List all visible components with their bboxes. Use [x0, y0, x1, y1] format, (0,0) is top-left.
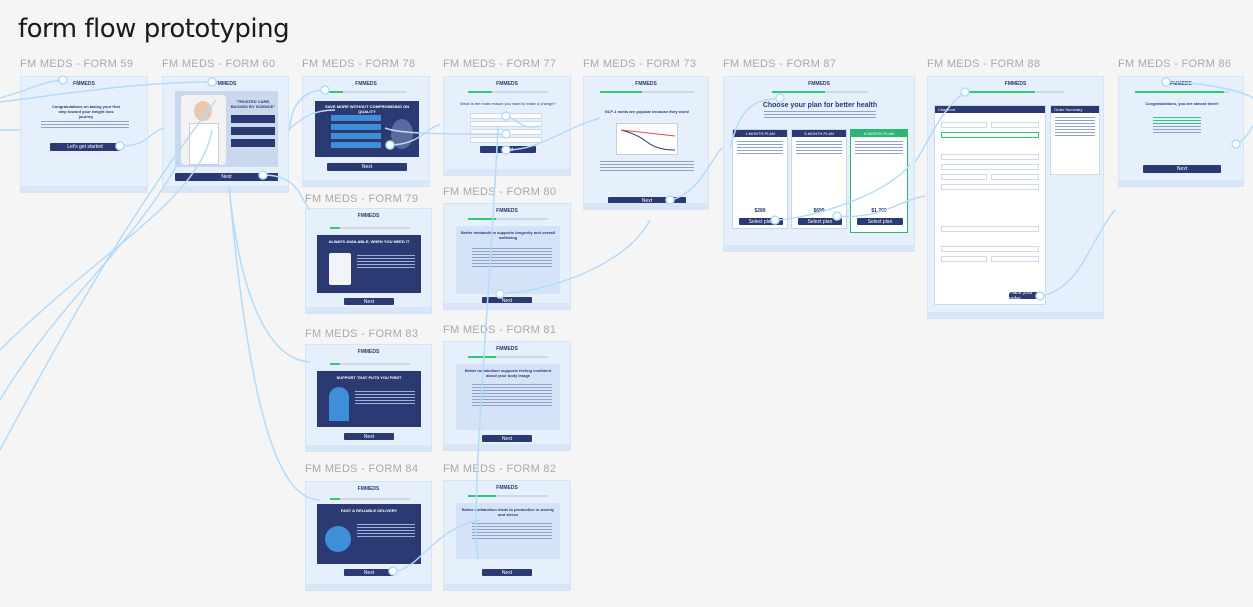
frame-heading: Choose your plan for better health — [762, 102, 878, 109]
frame-label-77[interactable]: FM MEDS - FORM 77 — [443, 58, 557, 70]
checkout-title: Checkout — [935, 106, 1045, 113]
frame-heading: FAST & RELIABLE DELIVERY — [340, 508, 398, 513]
logo: FMMEDS — [357, 349, 380, 355]
frame-label-73[interactable]: FM MEDS - FORM 73 — [583, 58, 697, 70]
frame-heading: Better metabolism leads to productive in… — [461, 507, 555, 518]
frame-label-60[interactable]: FM MEDS - FORM 60 — [162, 58, 276, 70]
frame-form-88[interactable]: FMMEDS Checkout Place your order Order S… — [927, 76, 1104, 319]
next-button[interactable]: Next — [1143, 165, 1221, 173]
next-button[interactable]: Next — [175, 173, 278, 181]
logo: FMMEDS — [357, 213, 380, 219]
plan-name: 3-MONTH PLAN — [792, 130, 846, 137]
next-button[interactable]: Next — [608, 197, 686, 205]
frame-heading: Congratulations on taking your first ste… — [51, 104, 120, 120]
logo: FMMEDS — [1004, 81, 1027, 87]
weight-chart — [616, 123, 678, 155]
next-button[interactable]: Next — [480, 146, 536, 153]
frame-form-87[interactable]: FMMEDS Choose your plan for better healt… — [723, 76, 915, 252]
frame-heading: ALWAYS AVAILABLE, WHEN YOU NEED IT — [328, 239, 410, 244]
plan-name: 1-MONTH PLAN — [733, 130, 787, 137]
frame-heading: What is the main reason you want to make… — [460, 101, 556, 106]
frame-label-59[interactable]: FM MEDS - FORM 59 — [20, 58, 134, 70]
frame-label-83[interactable]: FM MEDS - FORM 83 — [305, 328, 419, 340]
next-button[interactable]: Next — [344, 433, 394, 440]
get-started-button[interactable]: Let's get started — [50, 143, 120, 151]
logo: FMMEDS — [1170, 81, 1192, 87]
logo: FMMEDS — [808, 81, 830, 87]
plan-price: $1,299 — [871, 208, 887, 214]
frame-heading: Better metabolism supports longevity and… — [460, 230, 556, 241]
logo: FMMEDS — [214, 81, 237, 87]
logo: FMMEDS — [496, 485, 518, 491]
logo: FMMEDS — [357, 486, 380, 492]
select-plan-button[interactable]: Select plan — [739, 218, 783, 225]
next-button[interactable]: Next — [482, 297, 532, 304]
page-title: form flow prototyping — [18, 14, 290, 44]
order-summary-title: Order Summary — [1051, 106, 1099, 113]
frame-form-80[interactable]: FMMEDS Better metabolism supports longev… — [443, 203, 571, 310]
logo: FMMEDS — [496, 346, 518, 352]
order-summary: Order Summary — [1050, 105, 1100, 175]
logo: FMMEDS — [73, 81, 95, 87]
frame-heading: GLP-1 meds are popular because they work… — [604, 109, 690, 114]
frame-label-80[interactable]: FM MEDS - FORM 80 — [443, 186, 557, 198]
frame-form-79[interactable]: FMMEDS ALWAYS AVAILABLE, WHEN YOU NEED I… — [305, 208, 432, 314]
frame-label-78[interactable]: FM MEDS - FORM 78 — [302, 58, 416, 70]
plan-card-3[interactable]: 6-MONTH PLAN $1,299 Select plan — [850, 129, 908, 233]
logo: FMMEDS — [496, 81, 518, 87]
next-button[interactable]: Next — [327, 163, 407, 171]
frame-heading: SUPPORT THAT PUTS YOU FIRST — [336, 375, 402, 380]
frame-label-81[interactable]: FM MEDS - FORM 81 — [443, 324, 557, 336]
doctor-photo — [181, 95, 226, 165]
plan-card-1[interactable]: 1-MONTH PLAN $289 Select plan — [732, 129, 788, 229]
select-plan-button[interactable]: Select plan — [798, 218, 842, 225]
frame-form-81[interactable]: FMMEDS Better metabolism supports feelin… — [443, 341, 571, 451]
frame-label-87[interactable]: FM MEDS - FORM 87 — [723, 58, 837, 70]
frame-label-86[interactable]: FM MEDS - FORM 86 — [1118, 58, 1232, 70]
plan-price: $289 — [754, 208, 766, 214]
frame-label-84[interactable]: FM MEDS - FORM 84 — [305, 463, 419, 475]
plan-name: 6-MONTH PLAN — [851, 130, 907, 137]
frame-form-82[interactable]: FMMEDS Better metabolism leads to produc… — [443, 480, 571, 591]
frame-heading: Better metabolism supports feeling confi… — [464, 368, 552, 379]
checkout-form[interactable]: Checkout Place your order — [934, 105, 1046, 305]
plan-price: $699 — [813, 208, 825, 214]
next-button[interactable]: Next — [482, 435, 532, 442]
next-button[interactable]: Next — [344, 298, 394, 305]
frame-form-78[interactable]: FMMEDS SAVE MORE WITHOUT COMPROMISING ON… — [302, 76, 430, 187]
frame-form-83[interactable]: FMMEDS SUPPORT THAT PUTS YOU FIRST Next — [305, 344, 432, 452]
frame-label-82[interactable]: FM MEDS - FORM 82 — [443, 463, 557, 475]
frame-form-73[interactable]: FMMEDS GLP-1 meds are popular because th… — [583, 76, 709, 210]
next-button[interactable]: Next — [482, 569, 532, 576]
frame-form-77[interactable]: FMMEDS What is the main reason you want … — [443, 76, 571, 176]
logo: FMMEDS — [635, 81, 657, 87]
frame-form-84[interactable]: FMMEDS FAST & RELIABLE DELIVERY Next — [305, 481, 432, 591]
next-button[interactable]: Next — [344, 569, 394, 576]
plan-card-2[interactable]: 3-MONTH PLAN $699 Select plan — [791, 129, 847, 229]
frame-heading: "TRUSTED CARE, BACKED BY SCIENCE" — [230, 99, 276, 110]
frame-heading: Congratulations, you are almost there! — [1145, 101, 1219, 106]
frame-form-60[interactable]: FMMEDS "TRUSTED CARE, BACKED BY SCIENCE"… — [162, 76, 289, 193]
logo: FMMEDS — [355, 81, 377, 87]
frame-form-86[interactable]: FMMEDS Congratulations, you are almost t… — [1118, 76, 1244, 187]
frame-label-88[interactable]: FM MEDS - FORM 88 — [927, 58, 1041, 70]
logo: FMMEDS — [496, 208, 518, 214]
select-plan-button[interactable]: Select plan — [857, 218, 903, 225]
frame-label-79[interactable]: FM MEDS - FORM 79 — [305, 193, 419, 205]
frame-form-59[interactable]: FMMEDS Congratulations on taking your fi… — [20, 76, 148, 193]
frame-heading: SAVE MORE WITHOUT COMPROMISING ON QUALIT… — [325, 104, 409, 115]
place-order-button[interactable]: Place your order — [1009, 290, 1043, 302]
